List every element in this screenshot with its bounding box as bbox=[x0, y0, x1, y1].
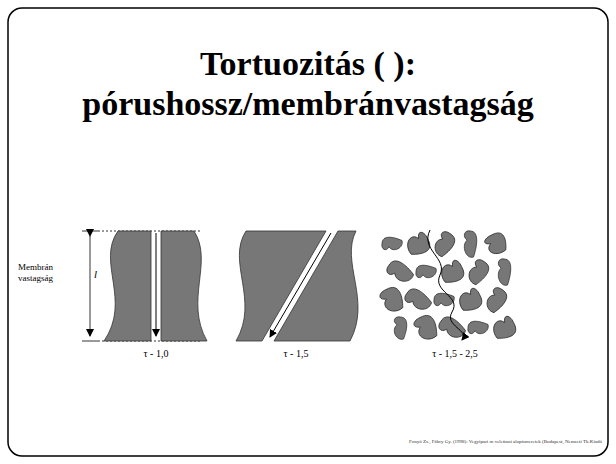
tortuous-pore-membrane bbox=[378, 230, 519, 343]
slide-border bbox=[8, 8, 608, 456]
tortuosity-value: τ - 1,0 bbox=[126, 348, 186, 359]
thickness-symbol: l bbox=[94, 268, 97, 280]
thickness-label: Membrán vastagság bbox=[18, 262, 74, 284]
tortuous-path-arrow bbox=[428, 230, 464, 340]
inclined-pore-membrane bbox=[236, 231, 358, 341]
straight-pore-membrane bbox=[104, 231, 207, 341]
slide-title: Tortuozitás ( ): pórushossz/membránvasta… bbox=[68, 44, 548, 124]
source-note: Fonyó Zs., Fábry Gy. (1998): Vegyipari m… bbox=[250, 438, 602, 445]
tortuosity-value: τ - 1,5 bbox=[266, 348, 326, 359]
tortuosity-value: τ - 1,5 - 2,5 bbox=[410, 348, 500, 359]
